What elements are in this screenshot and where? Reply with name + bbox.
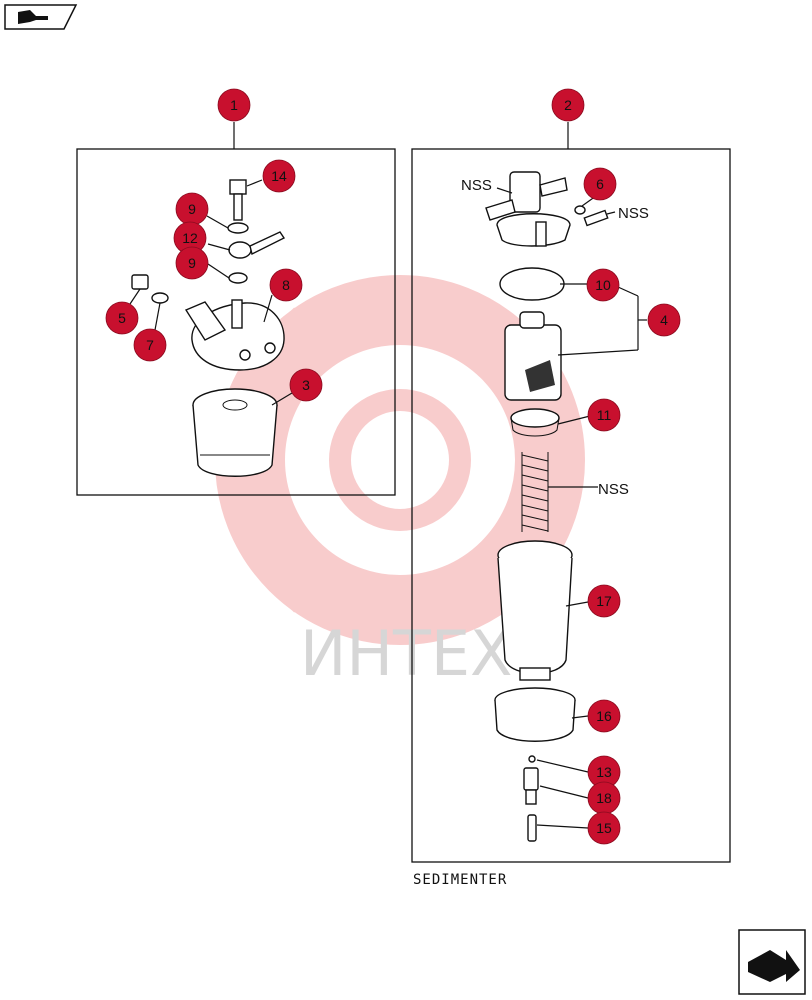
- callout-6[interactable]: 6: [583, 167, 617, 201]
- callout-11[interactable]: 11: [587, 398, 621, 432]
- callout-9a[interactable]: 9: [175, 192, 209, 226]
- bowl-17: [497, 540, 573, 681]
- filter-element-4: [504, 311, 562, 401]
- svg-text:1: 1: [230, 97, 238, 113]
- nss-label-spring: NSS: [598, 481, 629, 498]
- next-page-button[interactable]: [738, 929, 806, 995]
- svg-text:14: 14: [271, 168, 287, 184]
- top-nav-button[interactable]: [4, 4, 78, 30]
- nss-label-head: NSS: [461, 177, 492, 194]
- svg-text:9: 9: [188, 255, 196, 271]
- o-ring-10: [499, 267, 565, 301]
- callout-5[interactable]: 5: [105, 301, 139, 335]
- washer-7: [151, 292, 169, 304]
- spring-nss: [521, 452, 549, 532]
- ring-11: [510, 408, 560, 437]
- banjo-fitting-12: [228, 231, 286, 259]
- washer-9-upper: [227, 222, 249, 234]
- drain-plug-18: [523, 767, 539, 805]
- callout-9b[interactable]: 9: [175, 246, 209, 280]
- callout-14[interactable]: 14: [262, 159, 296, 193]
- watermark-text: ИНТЕХ: [300, 617, 513, 690]
- watermark-gear-icon: [215, 275, 585, 645]
- retaining-nut-16: [494, 687, 576, 742]
- assembly-frame-2: [411, 148, 731, 863]
- callout-4[interactable]: 4: [647, 303, 681, 337]
- callout-10[interactable]: 10: [586, 268, 620, 302]
- callout-15[interactable]: 15: [587, 811, 621, 845]
- svg-text:18: 18: [596, 790, 612, 806]
- book-arrow-icon: [18, 10, 48, 24]
- callout-16[interactable]: 16: [587, 699, 621, 733]
- callout-3[interactable]: 3: [289, 368, 323, 402]
- svg-text:15: 15: [596, 820, 612, 836]
- svg-text:2: 2: [564, 97, 572, 113]
- callout-7[interactable]: 7: [133, 328, 167, 362]
- svg-text:4: 4: [660, 312, 668, 328]
- filter-cartridge-3: [192, 388, 278, 477]
- sedimenter-head: [485, 171, 571, 247]
- svg-text:6: 6: [596, 176, 604, 192]
- washer-6: [574, 205, 586, 215]
- callout-1[interactable]: 1: [217, 88, 251, 122]
- callout-13[interactable]: 13: [587, 755, 621, 789]
- svg-text:13: 13: [596, 764, 612, 780]
- svg-text:5: 5: [118, 310, 126, 326]
- callout-8[interactable]: 8: [269, 268, 303, 302]
- svg-text:7: 7: [146, 337, 154, 353]
- plug-5: [131, 274, 149, 290]
- svg-text:17: 17: [596, 593, 612, 609]
- callout-17[interactable]: 17: [587, 584, 621, 618]
- assembly-caption: SEDIMENTER: [413, 872, 507, 888]
- o-ring-13: [528, 755, 536, 763]
- svg-text:3: 3: [302, 377, 310, 393]
- leader-lines: [129, 122, 647, 829]
- nss-label-screw: NSS: [618, 205, 649, 222]
- svg-text:16: 16: [596, 708, 612, 724]
- screw-nss: [583, 209, 609, 227]
- next-page-arrow-icon: [748, 950, 800, 982]
- callout-2[interactable]: 2: [551, 88, 585, 122]
- svg-text:10: 10: [595, 277, 611, 293]
- svg-text:9: 9: [188, 201, 196, 217]
- svg-text:11: 11: [597, 407, 612, 423]
- callout-18[interactable]: 18: [587, 781, 621, 815]
- pin-15: [527, 814, 537, 842]
- filter-head-8: [184, 299, 285, 371]
- callout-12[interactable]: 12: [173, 221, 207, 255]
- washer-9-lower: [228, 272, 248, 284]
- svg-text:8: 8: [282, 277, 290, 293]
- bolt-14: [229, 179, 247, 221]
- assembly-frame-1: [76, 148, 396, 496]
- svg-text:12: 12: [182, 230, 198, 246]
